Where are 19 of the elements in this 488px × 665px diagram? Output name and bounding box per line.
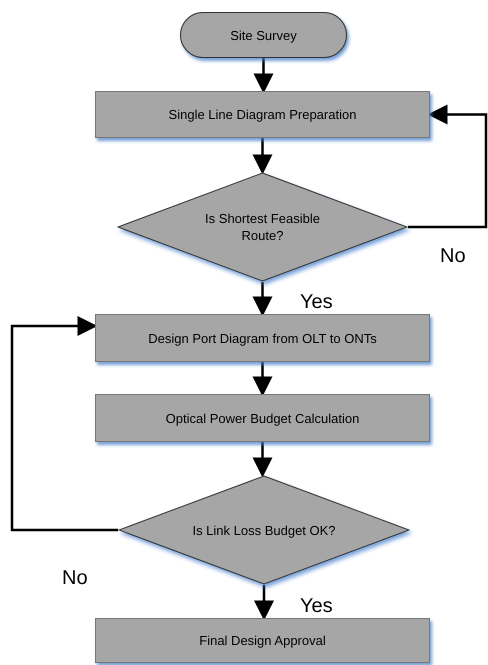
arrow [252, 138, 272, 174]
process-box: Final Design Approval [95, 618, 430, 663]
arrow [252, 362, 272, 396]
arrow [254, 585, 274, 620]
terminal-shape: Site Survey [180, 12, 347, 58]
arrow [10, 316, 118, 532]
process-box: Optical Power Budget Calculation [95, 394, 430, 442]
arrow [252, 282, 272, 316]
edge-label: Yes [300, 292, 333, 312]
arrow [252, 442, 272, 478]
edge-label: Yes [300, 596, 333, 616]
decision-diamond: Is Link Loss Budget OK? [118, 475, 410, 585]
arrow [254, 58, 274, 94]
process-box: Design Port Diagram from OLT to ONTs [95, 314, 430, 362]
arrow [408, 104, 488, 228]
edge-label: No [62, 568, 88, 588]
decision-diamond: Is Shortest Feasible Route? [117, 172, 408, 282]
process-box: Single Line Diagram Preparation [95, 91, 430, 138]
edge-label: No [440, 246, 466, 266]
